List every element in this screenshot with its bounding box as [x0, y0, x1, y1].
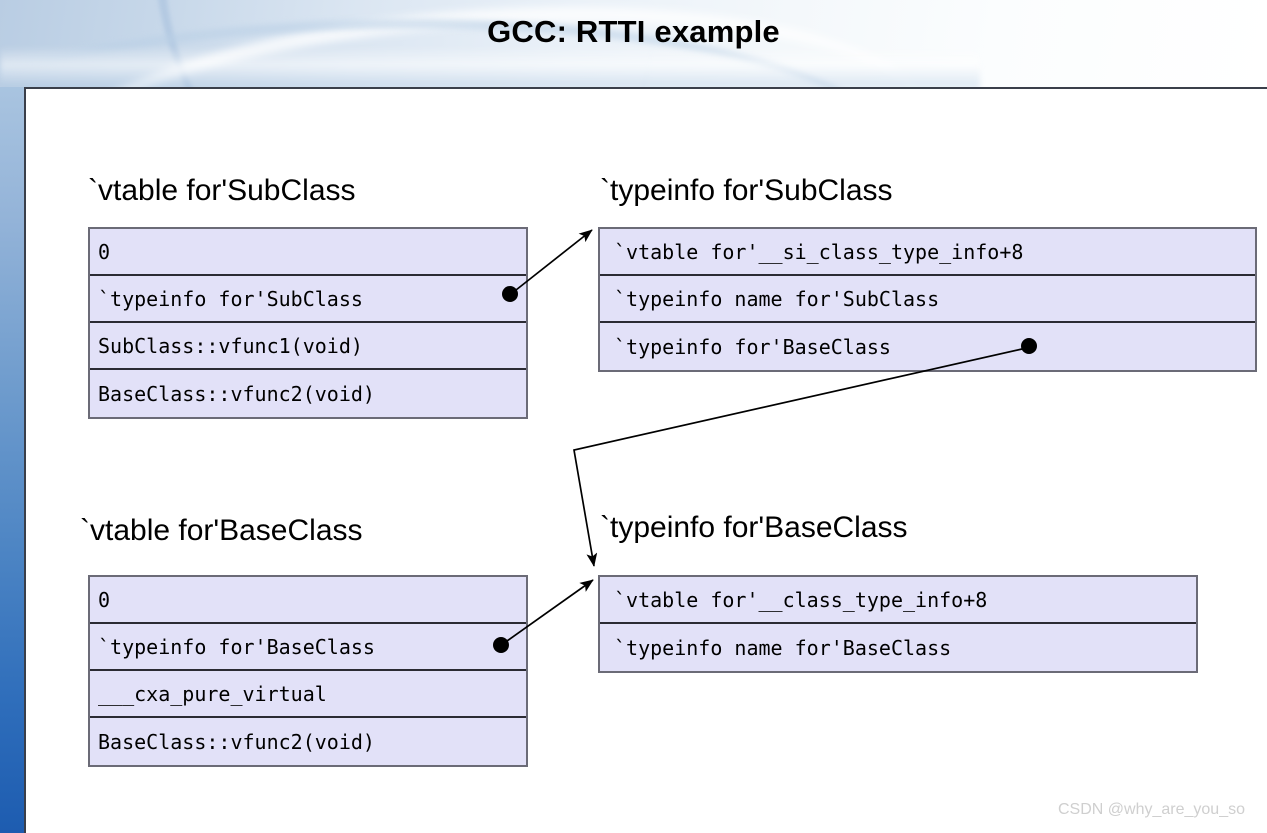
- table-row: ___cxa_pure_virtual: [90, 671, 526, 718]
- cell-text: BaseClass::vfunc2(void): [98, 381, 375, 406]
- table-row: 0: [90, 577, 526, 624]
- table-row: `typeinfo for'SubClass: [90, 276, 526, 323]
- decorative-sheen: [0, 46, 980, 87]
- table-row: `typeinfo name for'BaseClass: [600, 624, 1196, 671]
- table-row: BaseClass::vfunc2(void): [90, 370, 526, 417]
- table-row: `typeinfo for'BaseClass: [600, 323, 1255, 370]
- csdn-watermark: CSDN @why_are_you_so: [1058, 801, 1245, 818]
- table-row: `typeinfo for'BaseClass: [90, 624, 526, 671]
- table-typeinfo-subclass: `vtable for'__si_class_type_info+8 `type…: [598, 227, 1257, 372]
- heading-vtable-baseclass: `vtable for'BaseClass: [80, 514, 363, 547]
- cell-text: 0: [98, 587, 111, 612]
- cell-text: BaseClass::vfunc2(void): [98, 729, 375, 754]
- cell-text: `typeinfo for'SubClass: [98, 286, 363, 311]
- table-vtable-subclass: 0 `typeinfo for'SubClass SubClass::vfunc…: [88, 227, 528, 419]
- cell-text: `typeinfo name for'BaseClass: [614, 635, 952, 660]
- cell-text: `vtable for'__si_class_type_info+8: [614, 239, 1024, 264]
- slide-header-band: [0, 0, 1267, 87]
- cell-text: `vtable for'__class_type_info+8: [614, 587, 988, 612]
- table-row: 0: [90, 229, 526, 276]
- cell-text: SubClass::vfunc1(void): [98, 333, 363, 358]
- table-row: BaseClass::vfunc2(void): [90, 718, 526, 765]
- left-accent-strip: [0, 87, 24, 833]
- heading-typeinfo-subclass: `typeinfo for'SubClass: [600, 174, 893, 207]
- cell-text: 0: [98, 239, 111, 264]
- slide-title: GCC: RTTI example: [487, 14, 780, 49]
- cell-text: `typeinfo for'BaseClass: [98, 634, 375, 659]
- cell-text: `typeinfo for'BaseClass: [614, 334, 891, 359]
- table-row: `typeinfo name for'SubClass: [600, 276, 1255, 323]
- table-vtable-baseclass: 0 `typeinfo for'BaseClass ___cxa_pure_vi…: [88, 575, 528, 767]
- table-typeinfo-baseclass: `vtable for'__class_type_info+8 `typeinf…: [598, 575, 1198, 673]
- table-row: `vtable for'__si_class_type_info+8: [600, 229, 1255, 276]
- cell-text: `typeinfo name for'SubClass: [614, 286, 940, 311]
- cell-text: ___cxa_pure_virtual: [98, 681, 327, 706]
- table-row: `vtable for'__class_type_info+8: [600, 577, 1196, 624]
- heading-vtable-subclass: `vtable for'SubClass: [88, 174, 356, 207]
- table-row: SubClass::vfunc1(void): [90, 323, 526, 370]
- heading-typeinfo-baseclass: `typeinfo for'BaseClass: [600, 511, 908, 544]
